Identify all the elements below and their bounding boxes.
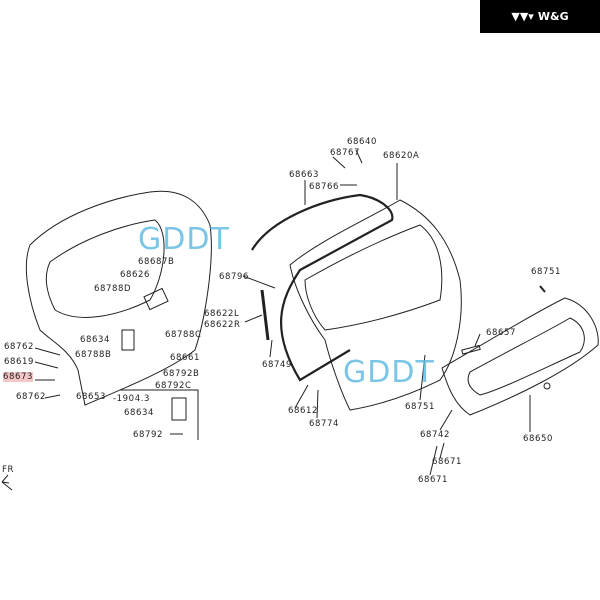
bracket-line	[120, 389, 199, 440]
fr-marker: FR	[2, 465, 14, 475]
part-label[interactable]: 68792	[133, 430, 164, 440]
part-label[interactable]: 68766	[309, 182, 340, 192]
date-note: -1904.3	[113, 394, 151, 404]
wing-logo-icon: ▼▼▾	[511, 10, 534, 23]
part-label[interactable]: 68634	[124, 408, 155, 418]
part-label[interactable]: 68622R	[204, 320, 241, 330]
part-label[interactable]: 68749	[262, 360, 293, 370]
watermark: GDDT	[138, 222, 230, 257]
part-label[interactable]: 68663	[289, 170, 320, 180]
rear-glass-outline	[441, 297, 599, 416]
part-label[interactable]: 68661	[170, 353, 201, 363]
part-label[interactable]: 68742	[420, 430, 451, 440]
part-label[interactable]: 68620A	[383, 151, 420, 161]
part-label[interactable]: 68788B	[75, 350, 112, 360]
part-label[interactable]: 68671	[432, 457, 463, 467]
part-label[interactable]: 68751	[405, 402, 436, 412]
watermark: GDDT	[343, 355, 435, 390]
part-label[interactable]: 68687B	[138, 257, 175, 267]
part-label[interactable]: 68792B	[163, 369, 200, 379]
latch-part	[121, 329, 135, 351]
part-label[interactable]: 68792C	[155, 381, 192, 391]
part-label[interactable]: 68657	[486, 328, 517, 338]
part-label-highlighted[interactable]: 68673	[3, 372, 34, 382]
latch-part-2	[171, 397, 187, 421]
weatherstrip	[251, 193, 394, 382]
part-label[interactable]: 68796	[219, 272, 250, 282]
left-tailgate-inner	[45, 219, 165, 318]
brand-logo: ▼▼▾ W&G	[480, 0, 600, 33]
part-label[interactable]: 68774	[309, 419, 340, 429]
part-label[interactable]: 68653	[76, 392, 107, 402]
fr-arrow-icon	[1, 474, 13, 491]
tailgate-window	[304, 224, 443, 331]
part-label[interactable]: 68640	[347, 137, 378, 147]
part-label[interactable]: 68626	[120, 270, 151, 280]
part-label[interactable]: 68788D	[94, 284, 132, 294]
logo-text: W&G	[537, 10, 569, 23]
left-tailgate-outline	[25, 190, 212, 406]
part-label[interactable]: 68767	[330, 148, 361, 158]
part-label[interactable]: 68634	[80, 335, 111, 345]
part-label[interactable]: 68751	[531, 267, 562, 277]
gas-strut	[260, 289, 270, 341]
pad-part	[143, 287, 169, 311]
part-label[interactable]: 68612	[288, 406, 319, 416]
part-label[interactable]: 68762	[16, 392, 47, 402]
part-label[interactable]: 68622L	[204, 309, 240, 319]
part-label[interactable]: 68650	[523, 434, 554, 444]
rear-glass-inner	[467, 317, 585, 396]
molding-strip	[461, 344, 481, 355]
part-label[interactable]: 68619	[4, 357, 35, 367]
tailgate-body	[289, 199, 462, 411]
part-label[interactable]: 68671	[418, 475, 449, 485]
part-label[interactable]: 68762	[4, 342, 35, 352]
part-label[interactable]: 68788C	[165, 330, 202, 340]
